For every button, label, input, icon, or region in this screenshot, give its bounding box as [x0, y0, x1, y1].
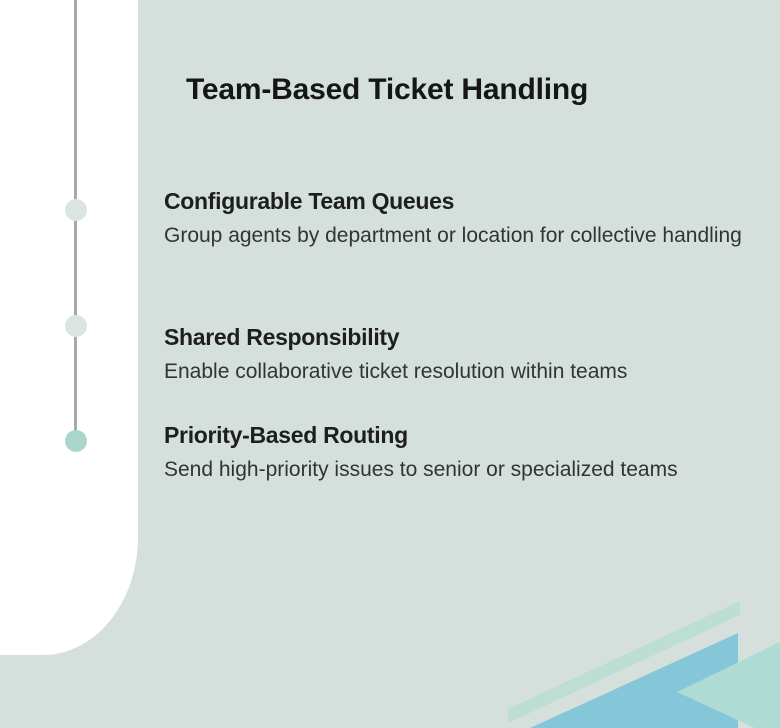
teal-arrow-shape [677, 642, 780, 728]
item-body: Group agents by department or location f… [164, 224, 742, 247]
item-heading: Priority-Based Routing [164, 422, 408, 448]
blue-triangle-shape [530, 633, 738, 728]
diagonal-stripe-shape [508, 601, 740, 723]
timeline-dot-2 [65, 315, 87, 337]
list-item-priority-based-routing: Priority-Based Routing Send high-priorit… [164, 420, 758, 485]
timeline-dot-1 [65, 199, 87, 221]
item-body: Enable collaborative ticket resolution w… [164, 360, 628, 383]
item-heading: Shared Responsibility [164, 324, 400, 350]
list-item-configurable-team-queues: Configurable Team Queues Group agents by… [164, 186, 758, 251]
page-title: Team-Based Ticket Handling [186, 73, 589, 106]
item-heading: Configurable Team Queues [164, 188, 455, 214]
item-body: Send high-priority issues to senior or s… [164, 458, 678, 481]
timeline-dot-3-active [65, 430, 87, 452]
list-item-shared-responsibility: Shared Responsibility Enable collaborati… [164, 322, 758, 387]
